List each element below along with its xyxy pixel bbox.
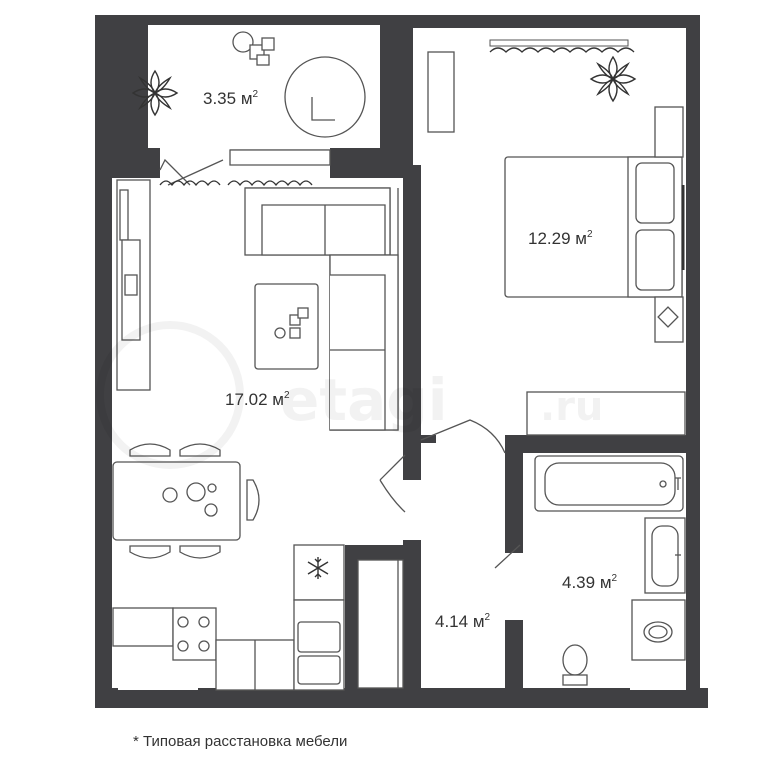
washing-machine-icon (631, 599, 686, 661)
plant-icon (589, 55, 637, 103)
svg-text:.ru: .ru (540, 384, 603, 430)
toilet-icon (562, 644, 588, 686)
bathtub-icon (534, 455, 684, 512)
bathroom-fixtures (534, 455, 686, 686)
area-label-bathroom: 4.39 м2 (562, 573, 618, 592)
furniture-footnote: * Типовая расстановка мебели (133, 733, 348, 750)
living-furniture (112, 179, 399, 691)
area-label-living: 17.02 м2 (225, 390, 290, 409)
curtain (489, 47, 635, 53)
snowflake-icon (307, 557, 329, 579)
bedroom-furniture (427, 51, 686, 436)
balcony (159, 31, 366, 186)
sink-icon (644, 517, 686, 594)
area-label-bedroom: 12.29 м2 (528, 229, 593, 248)
walls (95, 15, 708, 708)
area-label-hall: 4.14 м2 (435, 612, 491, 631)
area-label-balcony: 3.35 м2 (203, 89, 259, 108)
hall-elements (357, 419, 521, 689)
watermark: etagi .ru (96, 321, 603, 469)
plant-icon (131, 69, 179, 117)
watermark-text: etagi (280, 366, 448, 434)
curtain (159, 180, 313, 187)
